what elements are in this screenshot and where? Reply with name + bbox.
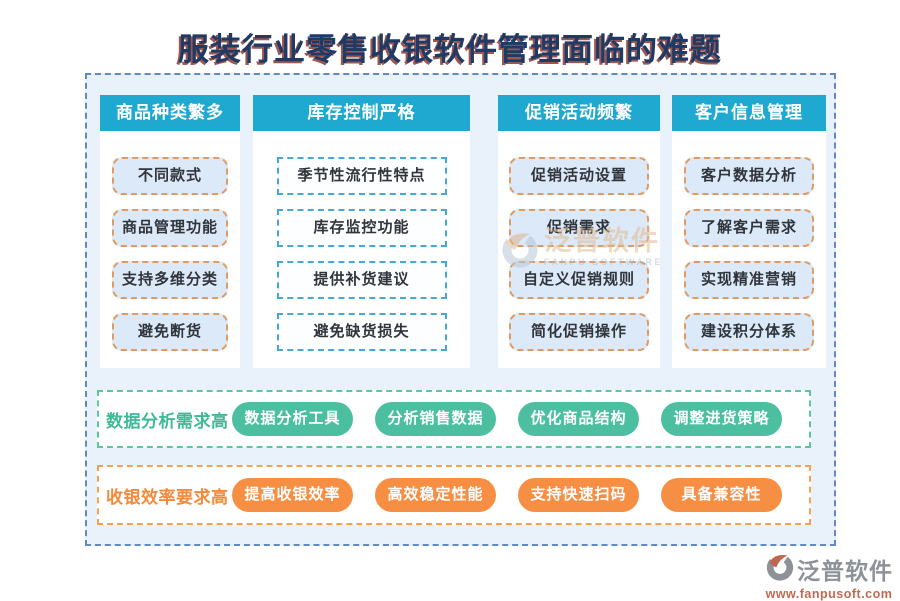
item-box: 实现精准营销 (684, 261, 814, 299)
item-box: 自定义促销规则 (509, 261, 649, 299)
item-box: 客户数据分析 (684, 157, 814, 195)
column-product-variety: 商品种类繁多 不同款式 商品管理功能 支持多维分类 避免断货 (100, 95, 240, 368)
item-box: 避免缺货损失 (276, 313, 447, 351)
pill: 高效稳定性能 (375, 478, 496, 512)
main-frame: 商品种类繁多 不同款式 商品管理功能 支持多维分类 避免断货 库存控制严格 季节… (85, 73, 836, 546)
pill: 提高收银效率 (232, 478, 353, 512)
item-box: 促销活动设置 (509, 157, 649, 195)
pill: 优化商品结构 (518, 402, 639, 436)
pill: 具备兼容性 (661, 478, 782, 512)
item-box: 季节性流行性特点 (276, 157, 447, 195)
pill: 分析销售数据 (375, 402, 496, 436)
item-box: 库存监控功能 (276, 209, 447, 247)
item-box: 建设积分体系 (684, 313, 814, 351)
column-promotions: 促销活动频繁 促销活动设置 促销需求 自定义促销规则 简化促销操作 (498, 95, 660, 368)
fanpu-logo-url: www.fanpusoft.com (765, 587, 893, 601)
item-box: 促销需求 (509, 209, 649, 247)
item-box: 不同款式 (112, 157, 228, 195)
column-items: 不同款式 商品管理功能 支持多维分类 避免断货 (100, 131, 240, 351)
column-items: 客户数据分析 了解客户需求 实现精准营销 建设积分体系 (672, 131, 826, 351)
band-data-analysis: 数据分析需求高 数据分析工具 分析销售数据 优化商品结构 调整进货策略 (97, 390, 811, 448)
item-box: 简化促销操作 (509, 313, 649, 351)
pill: 支持快速扫码 (518, 478, 639, 512)
pill: 调整进货策略 (661, 402, 782, 436)
band-label: 数据分析需求高 (106, 411, 229, 431)
column-header: 商品种类繁多 (100, 95, 240, 131)
column-header: 促销活动频繁 (498, 95, 660, 131)
column-items: 促销活动设置 促销需求 自定义促销规则 简化促销操作 (498, 131, 660, 351)
band-pills: 提高收银效率 高效稳定性能 支持快速扫码 具备兼容性 (232, 478, 782, 512)
fanpu-logo: 泛普软件 www.fanpusoft.com (765, 551, 893, 601)
fanpu-logo-icon (765, 551, 795, 586)
item-box: 了解客户需求 (684, 209, 814, 247)
column-header: 库存控制严格 (253, 95, 470, 131)
column-inventory-control: 库存控制严格 季节性流行性特点 库存监控功能 提供补货建议 避免缺货损失 (253, 95, 470, 368)
item-box: 避免断货 (112, 313, 228, 351)
column-items: 季节性流行性特点 库存监控功能 提供补货建议 避免缺货损失 (253, 131, 470, 351)
item-box: 支持多维分类 (112, 261, 228, 299)
column-customer-info: 客户信息管理 客户数据分析 了解客户需求 实现精准营销 建设积分体系 (672, 95, 826, 368)
band-pills: 数据分析工具 分析销售数据 优化商品结构 调整进货策略 (232, 402, 782, 436)
band-cashier-efficiency: 收银效率要求高 提高收银效率 高效稳定性能 支持快速扫码 具备兼容性 (97, 465, 811, 525)
page-title: 服装行业零售收银软件管理面临的难题 (178, 32, 722, 67)
band-label: 收银效率要求高 (106, 487, 229, 507)
fanpu-logo-name: 泛普软件 (797, 557, 893, 584)
pill: 数据分析工具 (232, 402, 353, 436)
column-header: 客户信息管理 (672, 95, 826, 131)
item-box: 提供补货建议 (276, 261, 447, 299)
item-box: 商品管理功能 (112, 209, 228, 247)
